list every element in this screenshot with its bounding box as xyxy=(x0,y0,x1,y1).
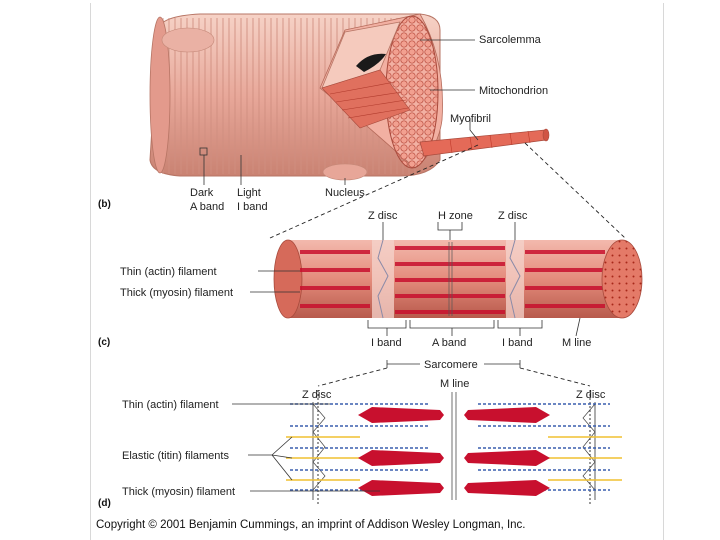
label-thick-filament-c: Thick (myosin) filament xyxy=(120,287,233,299)
label-z-disc-c-left: Z disc xyxy=(368,210,398,222)
label-z-disc-d-left: Z disc xyxy=(302,389,332,401)
label-i-band-c-left: I band xyxy=(371,337,402,349)
myofibril-cylinder xyxy=(273,239,643,319)
label-thin-filament-c: Thin (actin) filament xyxy=(120,266,217,278)
leader-lines-b xyxy=(203,39,626,239)
panel-label-c: (c) xyxy=(98,337,110,348)
label-elastic-titin: Elastic (titin) filaments xyxy=(122,450,229,462)
leader-lines-c xyxy=(250,222,591,387)
label-z-disc-c-right: Z disc xyxy=(498,210,528,222)
diagram-labels: Sarcolemma Mitochondrion Myofibril Dark … xyxy=(96,34,606,531)
label-sarcolemma: Sarcolemma xyxy=(479,34,542,46)
panel-label-d: (d) xyxy=(98,498,111,509)
label-sarcomere: Sarcomere xyxy=(424,359,478,371)
label-thin-filament-d: Thin (actin) filament xyxy=(122,399,219,411)
leader-lines-d xyxy=(232,403,380,492)
sarcomere-filaments xyxy=(286,390,622,505)
label-nucleus: Nucleus xyxy=(325,187,365,199)
label-mitochondrion: Mitochondrion xyxy=(479,85,548,97)
label-dark: Dark xyxy=(190,187,214,199)
label-myofibril: Myofibril xyxy=(450,113,491,125)
label-a-band-b: A band xyxy=(190,201,224,213)
label-m-line-d: M line xyxy=(440,378,469,390)
copyright-line: Copyright © 2001 Benjamin Cummings, an i… xyxy=(96,519,526,531)
label-i-band-c-right: I band xyxy=(502,337,533,349)
label-thick-filament-d: Thick (myosin) filament xyxy=(122,486,235,498)
label-z-disc-d-right: Z disc xyxy=(576,389,606,401)
label-i-band-b: I band xyxy=(237,201,268,213)
muscle-fiber-illustration xyxy=(149,13,550,181)
label-a-band-c: A band xyxy=(432,337,466,349)
panel-label-b: (b) xyxy=(98,199,111,210)
label-light: Light xyxy=(237,187,261,199)
label-h-zone: H zone xyxy=(438,210,473,222)
label-m-line-c: M line xyxy=(562,337,591,349)
